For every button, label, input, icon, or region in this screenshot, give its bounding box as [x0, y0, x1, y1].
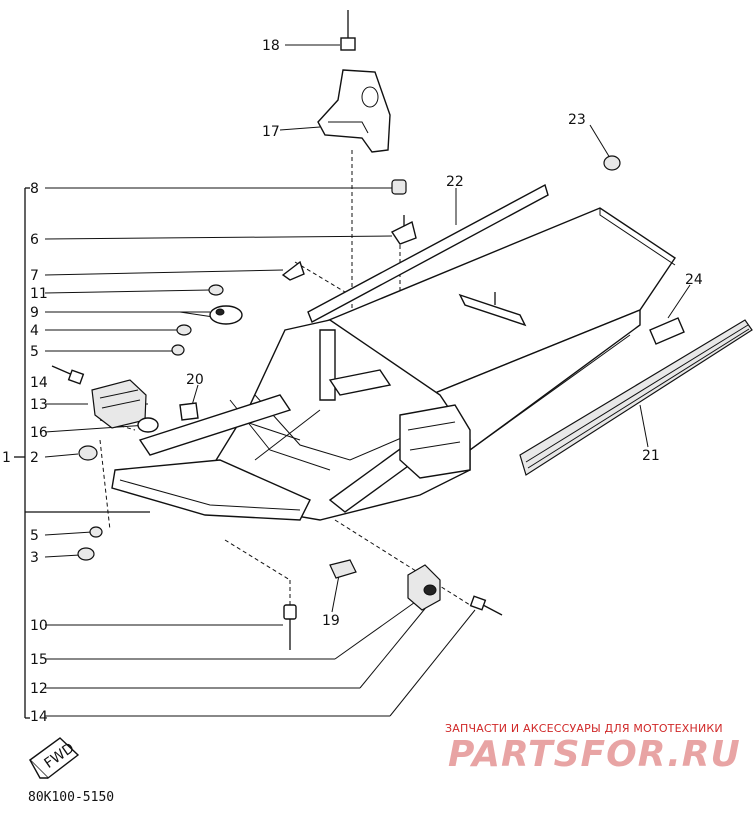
- part-23-cap: [603, 155, 621, 171]
- callout-9: 9: [30, 305, 39, 321]
- callout-13: 13: [30, 397, 48, 413]
- main-frame: [111, 207, 676, 521]
- part-11-nut: [208, 284, 224, 296]
- group-bracket: [14, 187, 150, 719]
- callout-21: 21: [642, 448, 660, 464]
- callouts: 18 17 8 6 7 11 9 4 5 14 13 16 2 1 5 3 10…: [2, 38, 703, 725]
- callout-17: 17: [262, 124, 280, 140]
- callout-3: 3: [30, 550, 39, 566]
- callout-11: 11: [30, 286, 48, 302]
- part-20-plate: [179, 402, 199, 421]
- part-13-engine-mount: [91, 379, 147, 429]
- callout-1: 1: [2, 450, 11, 466]
- part-2-collar: [78, 445, 98, 461]
- part-4-washer: [176, 324, 192, 336]
- callout-22: 22: [446, 174, 464, 190]
- callout-7: 7: [30, 268, 39, 284]
- callout-4: 4: [30, 323, 39, 339]
- callout-12: 12: [30, 681, 48, 697]
- part-14-bolt-right: [469, 595, 503, 616]
- callout-6: 6: [30, 232, 39, 248]
- callout-23: 23: [568, 112, 586, 128]
- callout-8: 8: [30, 181, 39, 197]
- part-15-rubber-mount: [407, 564, 441, 611]
- part-8-collar: [391, 179, 407, 195]
- callout-24: 24: [685, 272, 703, 288]
- part-19-clip: [329, 559, 357, 579]
- part-17-bracket: [317, 69, 391, 153]
- watermark-text: ЗАПЧАСТИ И АКСЕССУАРЫ ДЛЯ МОТОТЕХНИКИ: [445, 722, 723, 735]
- callout-14-upper: 14: [30, 375, 48, 391]
- part-5-washer-upper: [171, 344, 185, 356]
- leader-lines: [44, 44, 691, 717]
- callout-5-upper: 5: [30, 344, 39, 360]
- part-14-bolt-left: [51, 365, 85, 385]
- part-9-mount: [209, 305, 243, 325]
- part-21-rail: [519, 319, 753, 476]
- callout-14-lower: 14: [30, 709, 48, 725]
- callout-15: 15: [30, 652, 48, 668]
- part-7-clip: [281, 260, 305, 281]
- part-16-bracket: [137, 417, 159, 433]
- part-18-bolt: [340, 10, 356, 51]
- callout-2: 2: [30, 450, 39, 466]
- part-3-nut: [77, 547, 95, 561]
- callout-20: 20: [186, 372, 204, 388]
- callout-10: 10: [30, 618, 48, 634]
- part-22-strip: [307, 183, 549, 323]
- callout-19: 19: [322, 613, 340, 629]
- callout-18: 18: [262, 38, 280, 54]
- part-6-mount: [390, 215, 417, 245]
- fwd-arrow: FWD: [28, 737, 80, 779]
- diagram-code: 80K100-5150: [28, 790, 115, 805]
- part-5-washer-lower: [89, 526, 103, 538]
- callout-16: 16: [30, 425, 48, 441]
- part-10-rivet: [283, 604, 297, 650]
- part-24-label: [649, 317, 685, 345]
- callout-5-lower: 5: [30, 528, 39, 544]
- watermark-logo: PARTSFOR.RU: [448, 734, 741, 775]
